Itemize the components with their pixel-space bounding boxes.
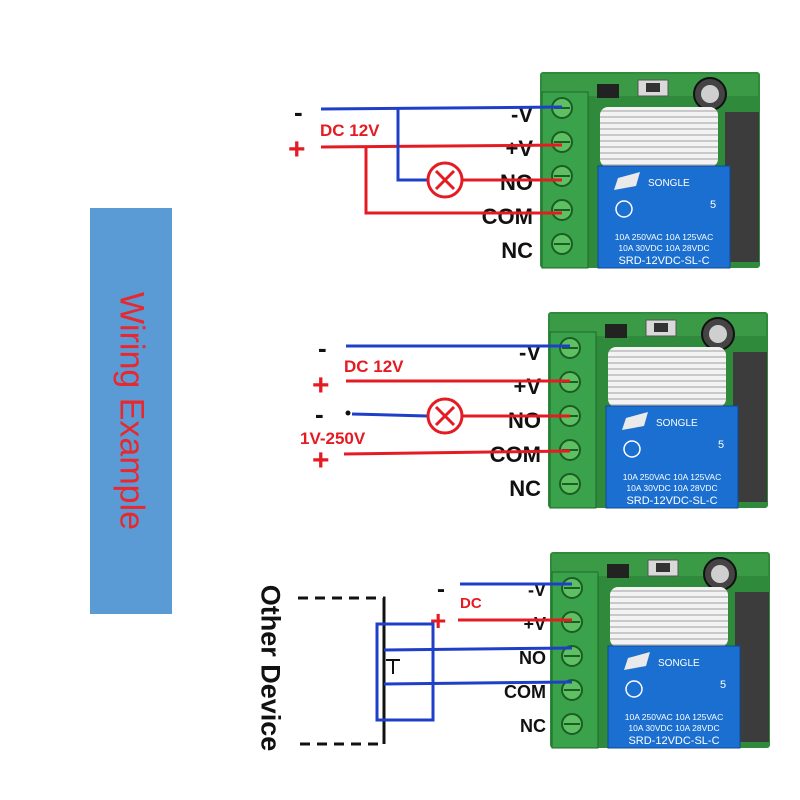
relay-brand: SONGLE <box>648 178 690 189</box>
capacitor-top <box>711 565 729 583</box>
push-button-cap <box>646 83 660 92</box>
terminal-label-v: -V <box>511 102 533 127</box>
relay-rating-2: 10A 30VDC 10A 28VDC <box>628 723 719 733</box>
lamp-cross <box>434 405 456 427</box>
smd-chip <box>597 84 619 98</box>
relay-ul-mark: 5 <box>720 679 726 691</box>
capacitor-top <box>709 325 727 343</box>
relay-cqc-mark <box>623 440 641 458</box>
relay-model: SRD-12VDC-SL-C <box>618 255 709 267</box>
lamp-feed-wire <box>351 412 428 418</box>
load-plus-sign: + <box>312 444 330 477</box>
supply-label: DC 12V <box>344 357 404 376</box>
plus-sign: + <box>312 369 330 402</box>
terminal-label-com: COM <box>490 442 541 467</box>
terminal-label-no: NO <box>500 170 533 195</box>
com-wire <box>364 147 562 215</box>
push-button-cap <box>656 563 670 572</box>
receiver-module <box>733 352 767 502</box>
relay-rating-2: 10A 30VDC 10A 28VDC <box>626 483 717 493</box>
relay-cqc-mark <box>625 680 643 698</box>
receiver-module <box>725 112 759 262</box>
antenna-coil <box>600 107 718 167</box>
terminal-label-com: COM <box>482 204 533 229</box>
terminal-label-no: NO <box>508 408 541 433</box>
relay-rating-2: 10A 30VDC 10A 28VDC <box>618 243 709 253</box>
supply-label: DC 12V <box>320 121 380 140</box>
relay-rating-1: 10A 250VAC 10A 125VAC <box>625 712 723 722</box>
supply-label: DC <box>460 595 482 612</box>
relay-board <box>550 552 770 749</box>
relay-model: SRD-12VDC-SL-C <box>626 495 717 507</box>
terminal-label-nc: NC <box>520 716 546 736</box>
terminal-label-v: +V <box>523 614 546 634</box>
antenna-coil <box>610 587 728 647</box>
relay-ul-mark: 5 <box>710 199 716 211</box>
relay-model: SRD-12VDC-SL-C <box>628 735 719 747</box>
com-wire <box>343 449 571 456</box>
terminal-label-nc: NC <box>501 238 533 263</box>
relay-board <box>540 72 760 269</box>
load-supply-label: 1V-250V <box>300 429 366 448</box>
relay-logo <box>624 652 650 670</box>
receiver-module <box>735 592 769 742</box>
minus-sign: - <box>318 333 327 363</box>
plus-sign: + <box>288 133 306 166</box>
relay-brand: SONGLE <box>656 418 698 429</box>
other-device-label: Other Device <box>255 584 286 752</box>
smd-chip <box>607 564 629 578</box>
push-button-cap <box>654 323 668 332</box>
com-wire <box>383 680 573 686</box>
lamp-feed-wire <box>396 109 427 182</box>
relay-logo <box>614 172 640 190</box>
terminal-label-v: +V <box>505 136 533 161</box>
terminal-label-no: NO <box>519 648 546 668</box>
antenna-coil <box>608 347 726 407</box>
negative-wire <box>320 105 563 111</box>
capacitor-top <box>701 85 719 103</box>
device-dashed-lead <box>298 596 386 746</box>
load-minus-sign: - <box>315 399 324 429</box>
relay-brand: SONGLE <box>658 658 700 669</box>
terminal-label-com: COM <box>504 682 546 702</box>
no-wire <box>383 646 573 652</box>
wire-dot <box>345 410 351 416</box>
terminal-label-nc: NC <box>509 476 541 501</box>
terminal-label-v: -V <box>519 340 541 365</box>
relay-board <box>548 312 768 509</box>
terminal-label-v: +V <box>513 374 541 399</box>
device-box <box>375 622 435 722</box>
relay-ul-mark: 5 <box>718 439 724 451</box>
smd-chip <box>605 324 627 338</box>
relay-cqc-mark <box>615 200 633 218</box>
relay-rating-1: 10A 250VAC 10A 125VAC <box>615 232 713 242</box>
minus-sign: - <box>294 97 303 127</box>
lamp-cross <box>434 169 456 191</box>
relay-rating-1: 10A 250VAC 10A 125VAC <box>623 472 721 482</box>
minus-sign: - <box>437 576 445 603</box>
relay-logo <box>622 412 648 430</box>
positive-wire <box>320 143 563 149</box>
title-banner <box>90 208 172 614</box>
